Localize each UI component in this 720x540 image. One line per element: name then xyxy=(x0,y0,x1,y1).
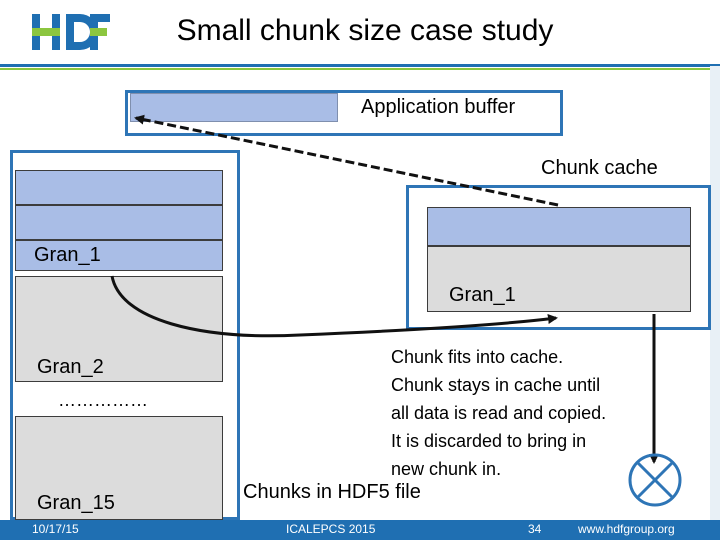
note-line: all data is read and copied. xyxy=(391,403,607,423)
gran-1-label: Gran_1 xyxy=(34,244,101,266)
chunk-cache-label: Chunk cache xyxy=(541,157,658,179)
ellipsis: …………… xyxy=(58,390,148,410)
note-line: It is discarded to bring in xyxy=(391,431,587,451)
application-buffer-frame xyxy=(125,90,563,136)
discard-circle-x-icon xyxy=(628,453,682,507)
footer-event: ICALEPCS 2015 xyxy=(286,522,376,536)
footer-page-number: 34 xyxy=(528,522,542,536)
dashed-arrow xyxy=(134,114,559,207)
gran-15-label: Gran_15 xyxy=(37,492,115,514)
note-line: Chunk stays in cache until xyxy=(391,375,601,395)
header-divider xyxy=(0,64,720,67)
gran-1-row xyxy=(15,170,223,205)
note-line: new chunk in. xyxy=(391,459,502,479)
gran-1-row xyxy=(15,240,223,271)
gran-15-chunk xyxy=(15,416,223,520)
footer-url: www.hdfgroup.org xyxy=(578,522,675,536)
right-edge-bar xyxy=(710,66,720,540)
hdf-logo xyxy=(30,8,110,56)
application-buffer-label: Application buffer xyxy=(361,96,516,118)
note-line: Chunk fits into cache. xyxy=(391,347,564,367)
application-buffer-data xyxy=(130,93,338,122)
footer-bar xyxy=(0,520,720,540)
cached-chunk-data xyxy=(427,207,691,246)
header-accent-divider xyxy=(0,68,720,70)
gran-1-row xyxy=(15,205,223,240)
chunk-cache-frame xyxy=(406,185,711,330)
hdf5-file-caption: Chunks in HDF5 file xyxy=(243,481,421,503)
footer-date: 10/17/15 xyxy=(32,522,79,536)
cached-gran-1-label: Gran_1 xyxy=(449,284,516,307)
slide-title: Small chunk size case study xyxy=(176,14,554,47)
gran-2-label: Gran_2 xyxy=(37,356,104,378)
cache-behavior-note: Chunk fits into cache. Chunk stays in ca… xyxy=(391,343,661,483)
curved-arrow xyxy=(110,275,558,338)
